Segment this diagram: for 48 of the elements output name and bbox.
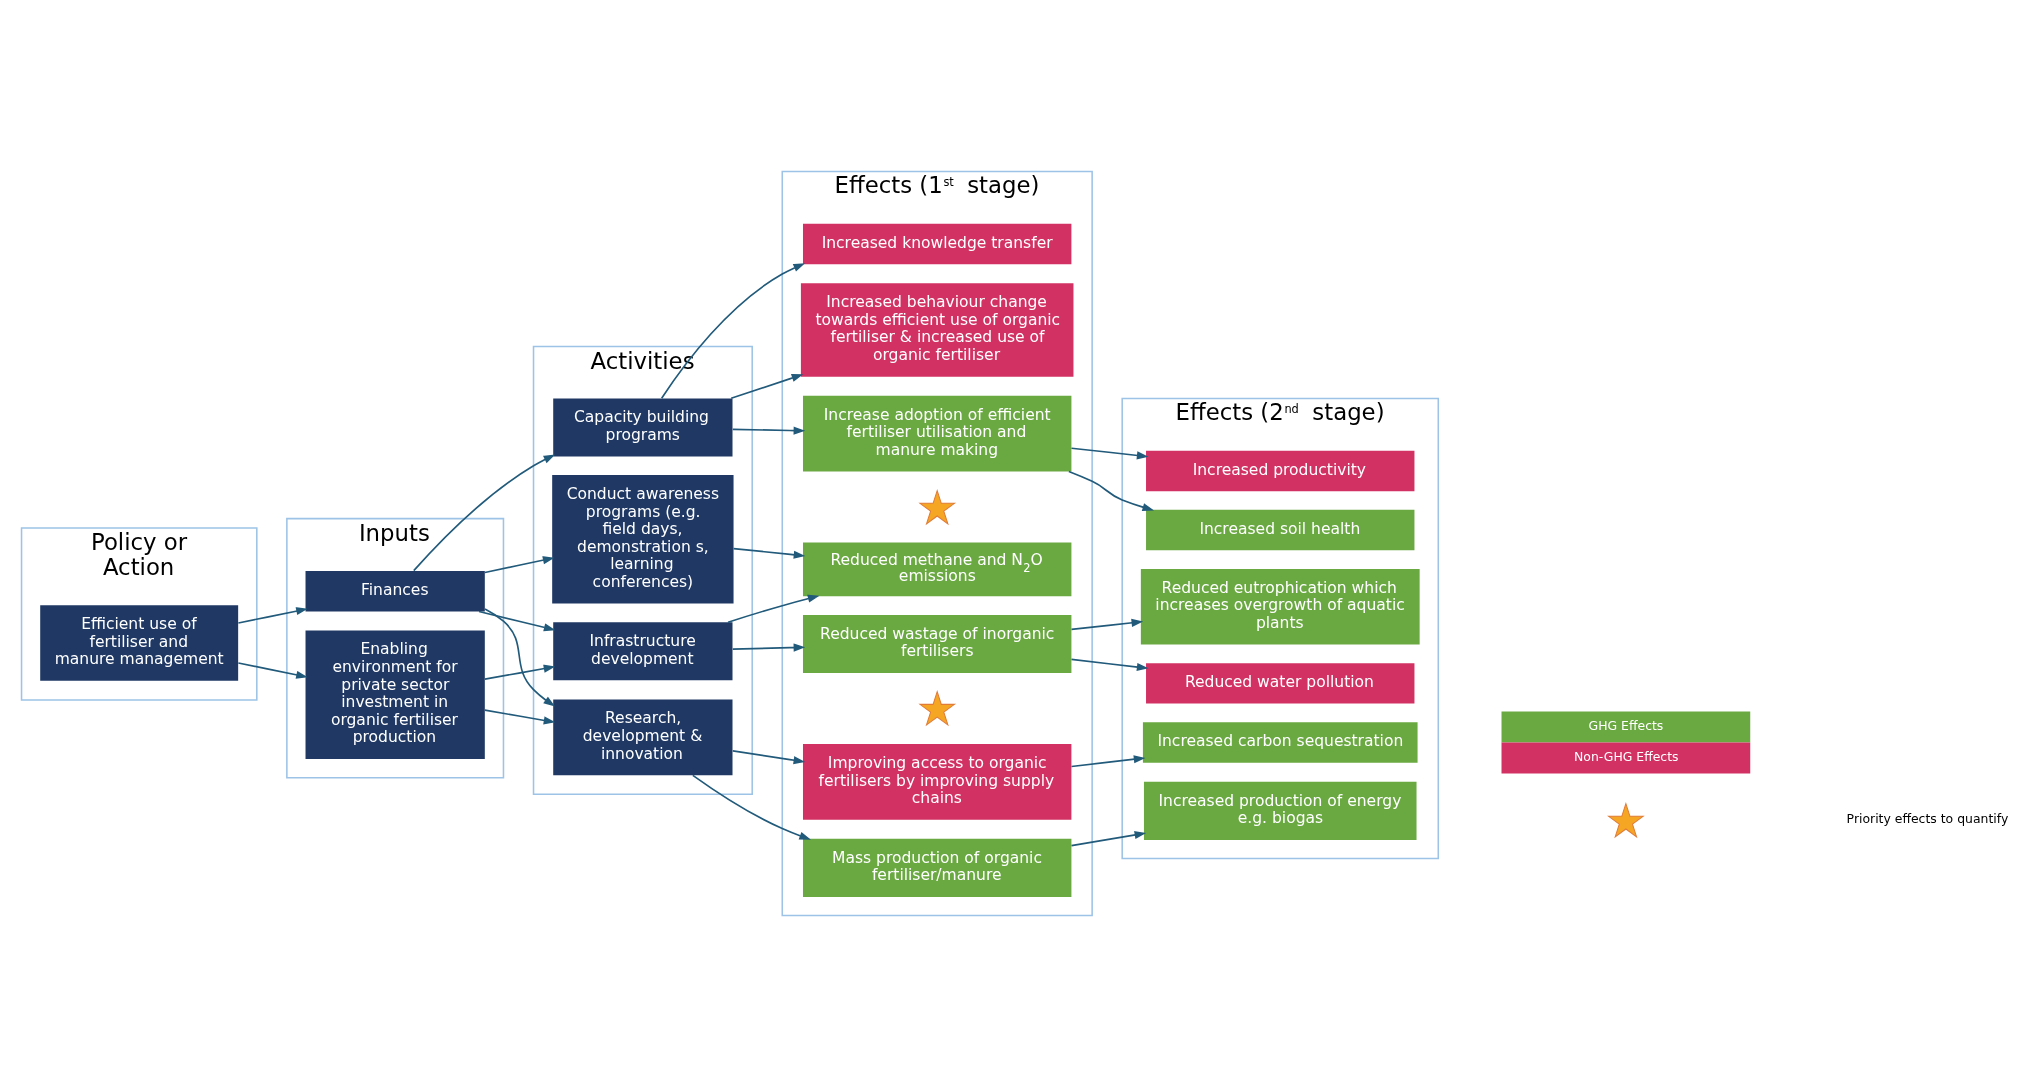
node-box: Reduced methane and N$_{2}$O emissions (803, 541, 1072, 596)
node-box: Improving access to organic fertilisers by improving supply chains (803, 743, 1072, 820)
arrow (731, 749, 806, 764)
node-star (918, 488, 957, 525)
arrow (1068, 470, 1155, 511)
node-box: Research, development & innovation (553, 699, 733, 775)
arrow (731, 643, 806, 652)
arrow (1070, 830, 1147, 846)
arrow (1070, 658, 1149, 671)
arrow (692, 774, 811, 840)
node-box: Reduced eutrophication which increases overgrowth of aquatic plants (1140, 568, 1420, 645)
node-box: Increase adoption of efficient fertiliser utilisation and manure making (803, 395, 1072, 471)
arrow (1070, 754, 1146, 767)
arrow (731, 426, 806, 435)
arrow (484, 555, 555, 573)
arrow (484, 607, 556, 707)
arrow (412, 453, 556, 571)
node-box: Infrastructure development (553, 621, 733, 680)
node-box: Capacity building programs (553, 397, 733, 456)
node-box: Efficient use of fertiliser and manure management (40, 604, 239, 681)
node-box: Conduct awareness programs (e.g. field days, demonstration s, learning conferences) (552, 474, 734, 604)
node-box: Increased production of energy e.g. biogas (1143, 781, 1417, 840)
node-box: Reduced water pollution (1146, 662, 1415, 704)
arrow (1070, 446, 1149, 459)
arrow (484, 708, 556, 724)
node-box: Increased carbon sequestration (1142, 721, 1418, 763)
arrow (484, 664, 556, 680)
arrow (237, 661, 308, 679)
legend-label: GHG Effects (1588, 717, 1664, 733)
node-star (1607, 801, 1645, 838)
arrow (660, 262, 806, 399)
node-box: Increased productivity (1146, 450, 1415, 491)
node-box: Increased knowledge transfer (803, 223, 1072, 264)
node-box: Increased soil health (1146, 509, 1415, 550)
node-box: Mass production of organic fertiliser/manure (803, 838, 1072, 897)
arrow (1070, 618, 1144, 630)
arrow (727, 594, 820, 623)
legend-label: Non-GHG Effects (1574, 748, 1679, 764)
arrow (478, 610, 556, 631)
legend-label: Priority effects to quantify (1846, 810, 2009, 826)
node-star (918, 689, 957, 726)
node-box: Enabling environment for private sector investment in organic fertiliser production (305, 630, 485, 759)
arrow (730, 373, 804, 399)
node-box: Increased behaviour change towards efficient use of organic fertiliser & increased use of organic fertiliser (800, 282, 1074, 377)
node-box: Finances (305, 570, 485, 611)
arrow (237, 606, 308, 624)
arrow (732, 547, 806, 559)
node-box: Reduced wastage of inorganic fertilisers (803, 614, 1072, 673)
